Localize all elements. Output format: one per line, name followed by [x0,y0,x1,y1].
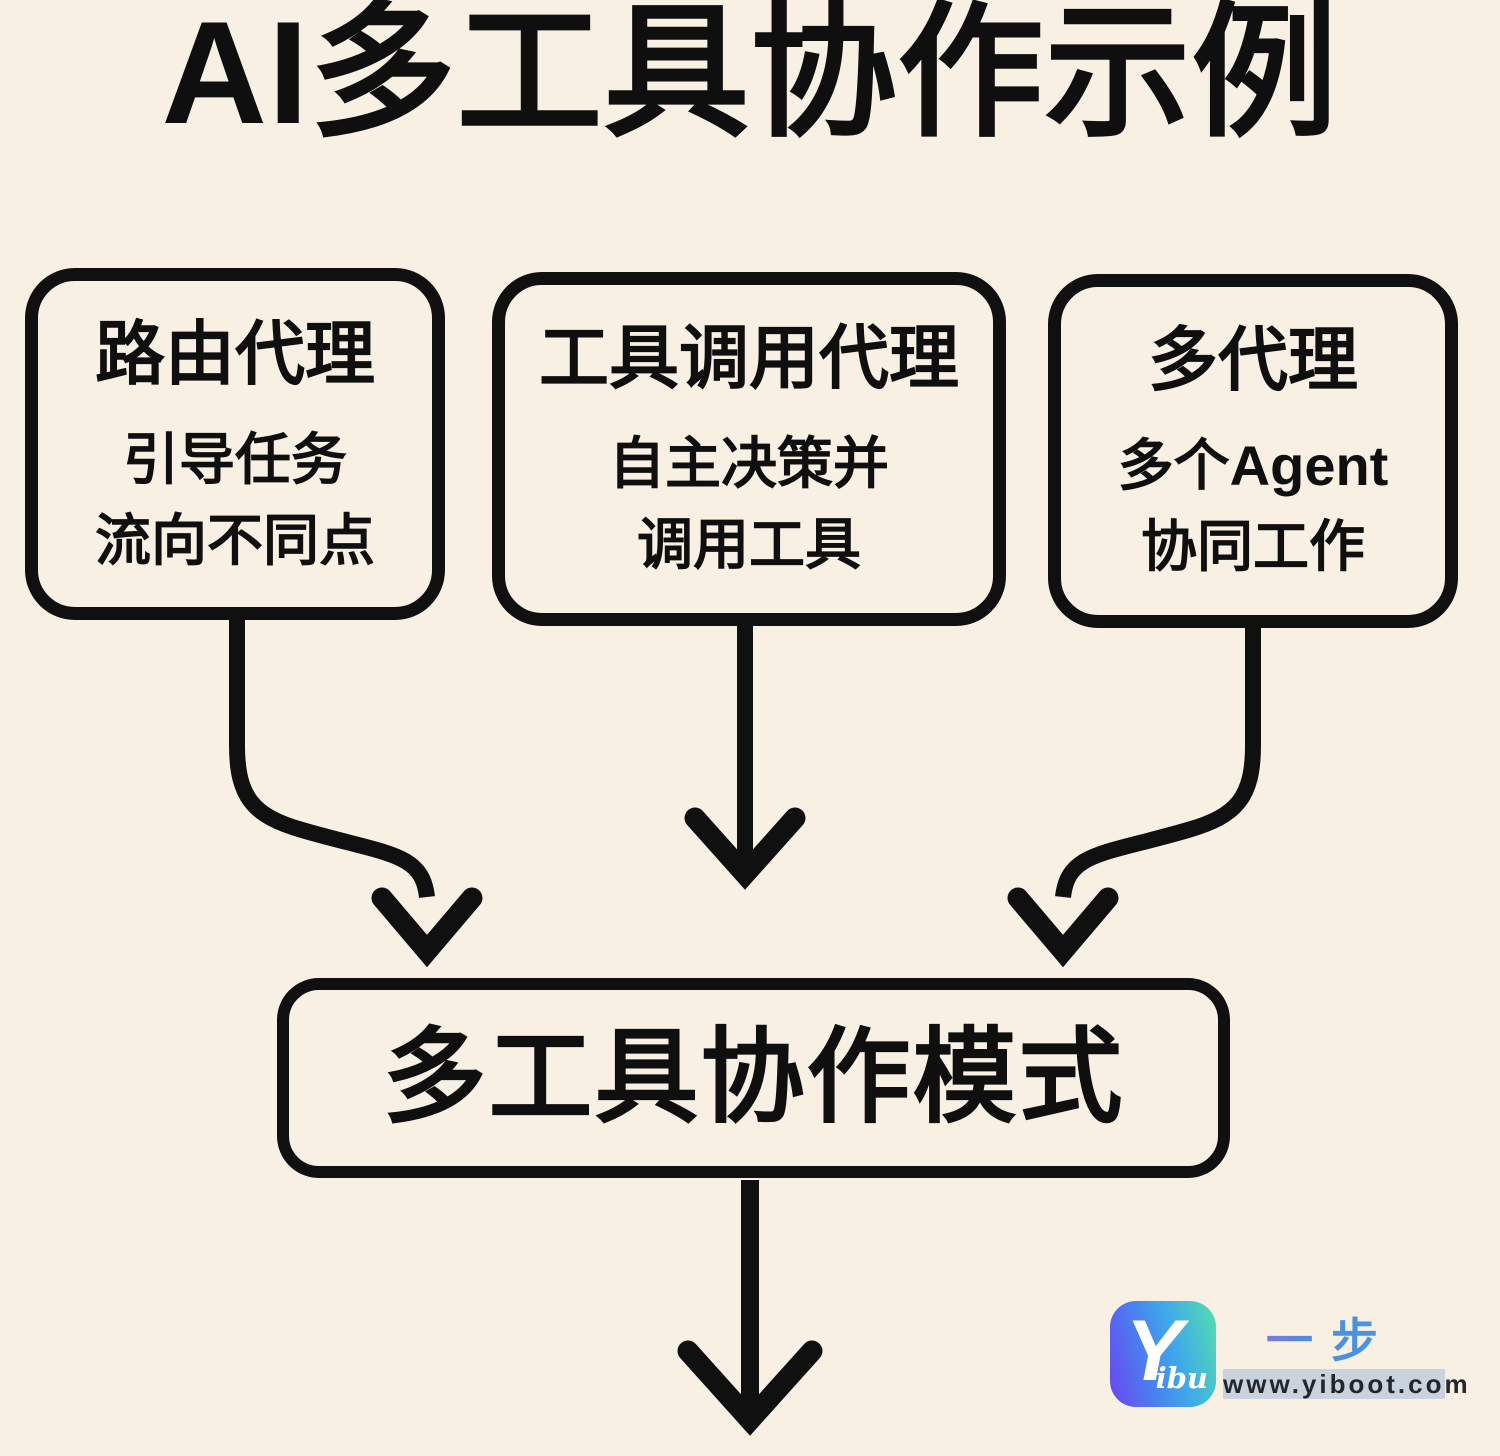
result-title: 多工具协作模式 [382,1020,1125,1136]
node-tool-title: 工具调用代理 [539,319,959,397]
node-tool-body: 自主决策并 调用工具 [609,423,889,585]
logo-ibu-script: ibu [1155,1361,1208,1395]
node-routing-line-2: 流向不同点 [95,509,375,573]
arrow-multiagent-to-result [1007,614,1261,968]
node-tool-line-1: 自主决策并 [609,432,889,495]
arrow-routing-to-result [229,614,483,968]
node-multi-line-2: 协同工作 [1141,515,1365,579]
node-result-mode: 多工具协作模式 [277,978,1230,1178]
node-tool-line-2: 调用工具 [637,513,861,577]
node-routing-line-1: 引导任务 [123,428,347,491]
arrow-toolcalling-to-result [684,626,806,890]
node-multi-line-1: 多个Agent [1117,434,1389,497]
brand-name-cn: 一步 [1266,1302,1396,1371]
node-routing-body: 引导任务 流向不同点 [95,419,375,581]
node-tool-calling-agent: 工具调用代理 自主决策并 调用工具 [492,272,1006,626]
node-routing-agent: 路由代理 引导任务 流向不同点 [25,268,445,620]
arrow-result-down [677,1180,823,1436]
node-routing-title: 路由代理 [95,315,375,393]
page-title: AI多工具协作示例 [161,0,1339,154]
node-multi-title: 多代理 [1148,321,1358,399]
node-multi-body: 多个Agent 协同工作 [1118,425,1389,587]
logo-y-glyph: Y [1125,1303,1183,1399]
brand-url: www.yiboot.com [1223,1369,1471,1399]
node-multi-agent: 多代理 多个Agent 协同工作 [1048,274,1458,628]
yibu-logo-icon: Y ibu [1110,1301,1216,1407]
